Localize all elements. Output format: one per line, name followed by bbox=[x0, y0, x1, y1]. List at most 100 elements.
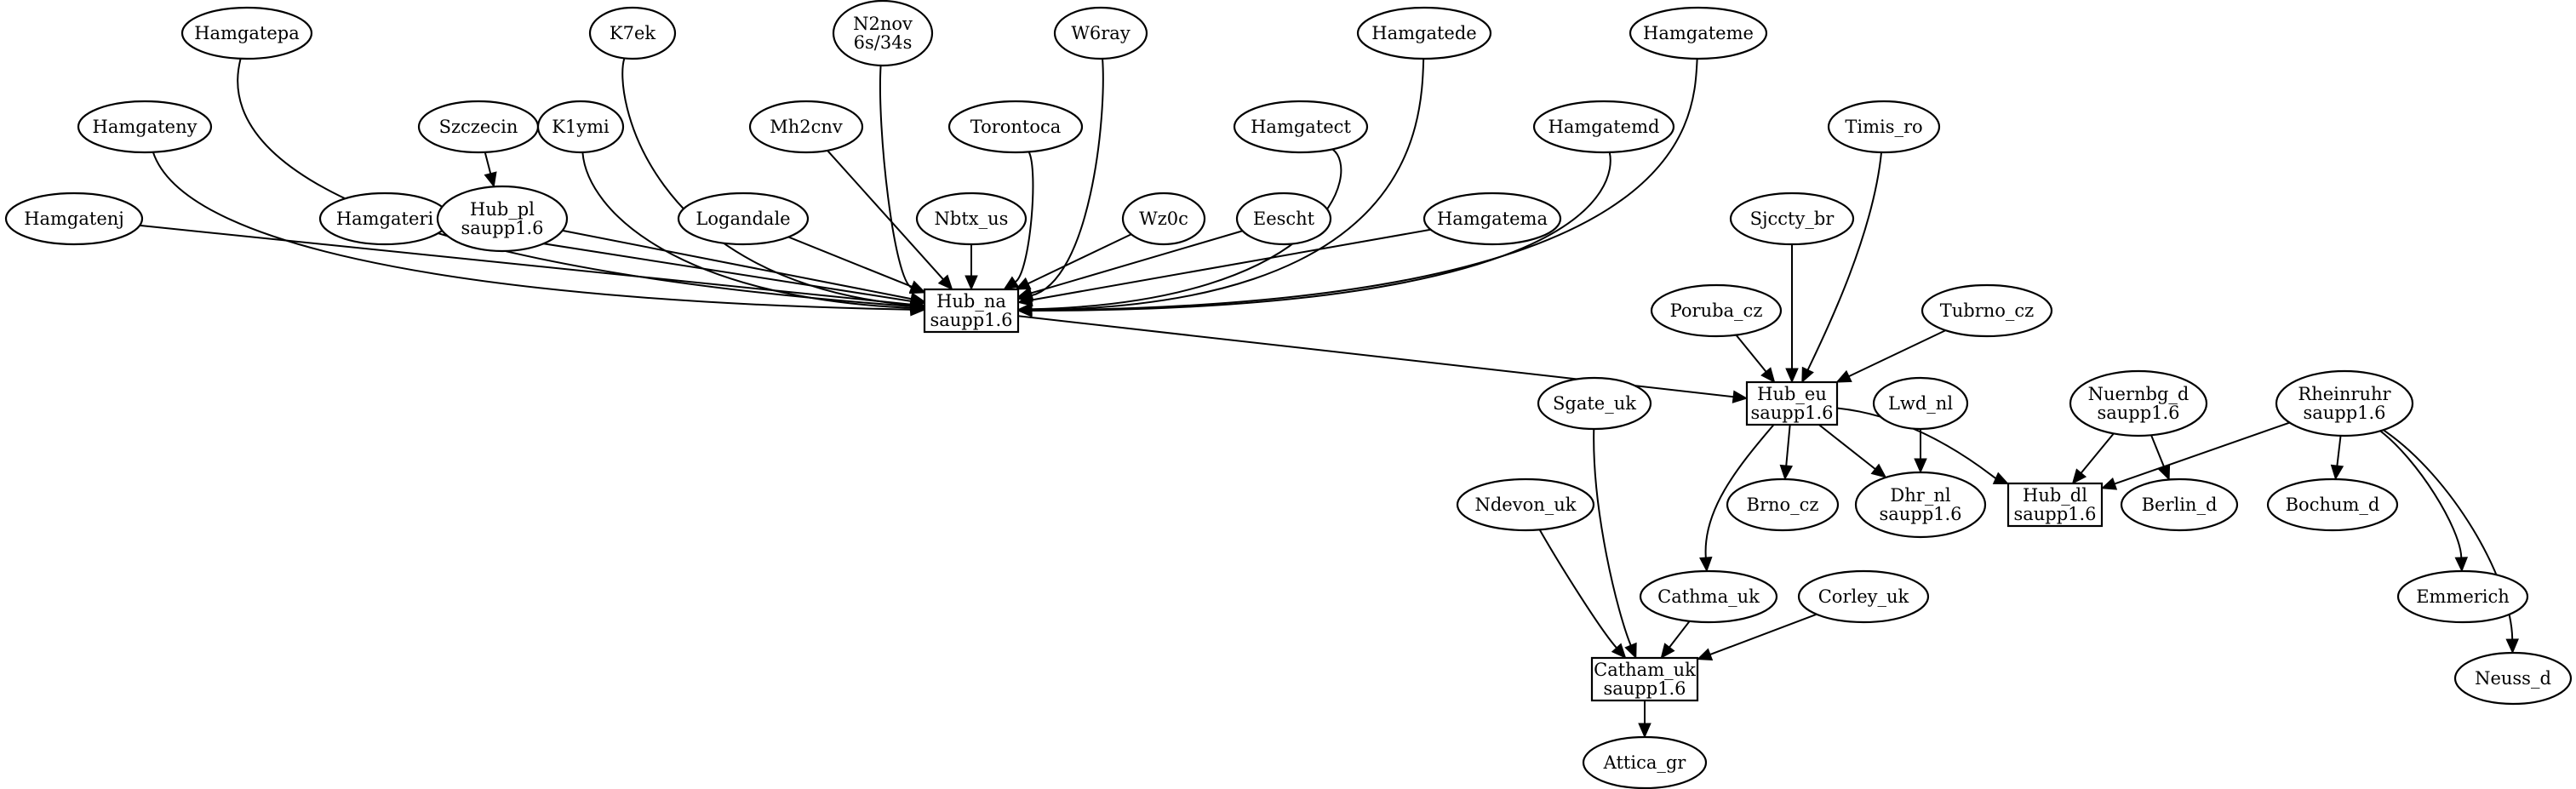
arrowhead-szczecin-to-hub_pl bbox=[484, 171, 497, 188]
arrowhead-hub_eu-to-brno_cz bbox=[1779, 464, 1794, 481]
arrowhead-lwd_nl-to-dhr_nl bbox=[1914, 458, 1927, 474]
arrowhead-hub_eu-to-dhr_nl bbox=[1870, 463, 1887, 478]
edge-hub_pl-to-hub_na bbox=[562, 229, 912, 300]
node-w6ray: W6ray bbox=[1053, 6, 1148, 60]
node-logandale-label: Logandale bbox=[696, 209, 790, 229]
node-n2nov-label: N2nov bbox=[853, 14, 913, 34]
node-ndevon_uk-label: Ndevon_uk bbox=[1474, 495, 1576, 515]
node-ndevon_uk-shape bbox=[1456, 477, 1595, 532]
arrowhead-k7ek-to-hub_na bbox=[909, 298, 926, 312]
node-mh2cnv-shape bbox=[748, 100, 864, 154]
edge-poruba_cz-to-hub_eu bbox=[1735, 334, 1767, 373]
edge-nuernbg_d-to-hub_dl bbox=[2080, 432, 2115, 474]
edge-hamgateme-to-hub_na bbox=[1031, 58, 1698, 312]
arrowhead-ndevon_uk-to-catham_uk bbox=[1611, 643, 1627, 659]
node-wz0c-shape bbox=[1121, 192, 1206, 246]
node-hub_dl-shape bbox=[2006, 482, 2104, 528]
node-mh2cnv: Mh2cnv bbox=[748, 100, 864, 154]
edge-nuernbg_d-to-berlin_d bbox=[2150, 434, 2166, 468]
node-nuernbg_d-shape bbox=[2069, 369, 2208, 437]
node-eescht: Eescht bbox=[1235, 192, 1332, 246]
node-bochum_d: Bochum_d bbox=[2266, 477, 2399, 532]
arrowhead-hub_eu-to-hub_dl bbox=[1992, 472, 2010, 484]
node-hamgatenj-shape bbox=[4, 192, 144, 246]
node-hamgatema-shape bbox=[1423, 192, 1562, 246]
node-hub_pl-label: Hub_pl bbox=[470, 199, 535, 220]
node-poruba_cz: Poruba_cz bbox=[1650, 283, 1783, 338]
node-dhr_nl-label: Dhr_nl bbox=[1890, 485, 1950, 506]
node-hamgateme: Hamgateme bbox=[1629, 6, 1768, 60]
node-hamgatede: Hamgatede bbox=[1356, 6, 1492, 60]
node-n2nov-shape bbox=[832, 0, 934, 67]
node-hamgatede-label: Hamgatede bbox=[1371, 23, 1476, 43]
arrowhead-rheinruhr-to-bochum_d bbox=[2330, 464, 2344, 481]
edge-hub_eu-to-brno_cz bbox=[1785, 424, 1791, 466]
edge-hamgatema-to-hub_na bbox=[1031, 228, 1431, 301]
node-catham_uk-label: Catham_uk bbox=[1594, 660, 1696, 680]
node-corley_uk: Corley_uk bbox=[1797, 569, 1930, 624]
node-berlin_d-label: Berlin_d bbox=[2142, 495, 2218, 515]
arrowhead-mh2cnv-to-hub_na bbox=[937, 274, 953, 290]
arrowhead-poruba_cz-to-hub_eu bbox=[1760, 367, 1776, 383]
node-berlin_d-shape bbox=[2120, 477, 2239, 532]
edge-ndevon_uk-to-catham_uk bbox=[1538, 529, 1617, 649]
node-logandale-shape bbox=[677, 192, 810, 246]
arrowhead-sgate_uk-to-catham_uk bbox=[1624, 642, 1637, 660]
node-brno_cz-shape bbox=[1726, 477, 1840, 532]
node-bochum_d-shape bbox=[2266, 477, 2399, 532]
node-hamgatemd: Hamgatemd bbox=[1532, 100, 1675, 154]
node-k7ek: K7ek bbox=[588, 6, 677, 60]
node-attica_gr-label: Attica_gr bbox=[1603, 752, 1687, 773]
node-hamgatepa: Hamgatepa bbox=[180, 6, 313, 60]
node-poruba_cz-shape bbox=[1650, 283, 1783, 338]
arrowhead-rheinruhr-to-emmerich bbox=[2454, 557, 2469, 573]
edge-hamgatenj-to-hub_na bbox=[140, 224, 912, 306]
node-sjccty_br-shape bbox=[1729, 192, 1855, 246]
node-hamgatect-shape bbox=[1233, 100, 1369, 154]
node-hub_eu-label: saupp1.6 bbox=[1750, 403, 1833, 423]
edge-eescht-to-hub_na bbox=[1031, 230, 1243, 294]
node-neuss_d-shape bbox=[2453, 651, 2573, 706]
node-hamgatepa-shape bbox=[180, 6, 313, 60]
edge-rheinruhr-to-emmerich bbox=[2379, 430, 2463, 558]
arrowhead-nuernbg_d-to-hub_dl bbox=[2071, 468, 2087, 484]
node-hamgatede-shape bbox=[1356, 6, 1492, 60]
node-hamgateme-label: Hamgateme bbox=[1643, 23, 1754, 43]
edge-rheinruhr-to-hub_dl bbox=[2114, 421, 2290, 485]
node-rheinruhr-label: saupp1.6 bbox=[2303, 403, 2385, 423]
edge-tubrno_cz-to-hub_eu bbox=[1848, 329, 1946, 378]
arrowhead-torontoca-to-hub_na bbox=[1003, 276, 1020, 290]
node-cathma_uk: Cathma_uk bbox=[1639, 569, 1778, 624]
node-nbtx_us-label: Nbtx_us bbox=[935, 209, 1009, 229]
arrowhead-cathma_uk-to-catham_uk bbox=[1660, 643, 1675, 659]
node-nbtx_us-shape bbox=[915, 192, 1028, 246]
edge-szczecin-to-hub_pl bbox=[484, 152, 492, 174]
node-rheinruhr-shape bbox=[2275, 369, 2414, 437]
edge-n2nov-to-hub_na bbox=[879, 65, 913, 289]
node-hub_na-shape bbox=[923, 288, 1020, 334]
node-k7ek-label: K7ek bbox=[610, 23, 655, 43]
edge-torontoca-to-hub_na bbox=[1015, 151, 1034, 283]
node-logandale: Logandale bbox=[677, 192, 810, 246]
node-hamgatepa-label: Hamgatepa bbox=[194, 23, 300, 43]
node-rheinruhr-label: Rheinruhr bbox=[2298, 384, 2391, 404]
node-mh2cnv-label: Mh2cnv bbox=[770, 117, 843, 137]
node-hub_dl-label: Hub_dl bbox=[2023, 485, 2087, 506]
node-sgate_uk-label: Sgate_uk bbox=[1553, 393, 1636, 414]
node-timis_ro-label: Timis_ro bbox=[1845, 117, 1922, 137]
node-w6ray-label: W6ray bbox=[1071, 23, 1131, 43]
edge-hamgatemd-to-hub_na bbox=[1031, 152, 1611, 312]
node-hamgatenj-label: Hamgatenj bbox=[24, 209, 124, 229]
node-wz0c-label: Wz0c bbox=[1139, 209, 1188, 229]
node-dhr_nl-label: saupp1.6 bbox=[1879, 504, 1961, 524]
arrowhead-hub_eu-to-cathma_uk bbox=[1699, 557, 1713, 573]
edge-k7ek-to-hub_na bbox=[621, 58, 912, 306]
node-neuss_d-label: Neuss_d bbox=[2475, 668, 2551, 689]
node-tubrno_cz-shape bbox=[1921, 283, 2053, 338]
arrowhead-wz0c-to-hub_na bbox=[1015, 277, 1032, 290]
arrowhead-catham_uk-to-attica_gr bbox=[1638, 723, 1652, 739]
